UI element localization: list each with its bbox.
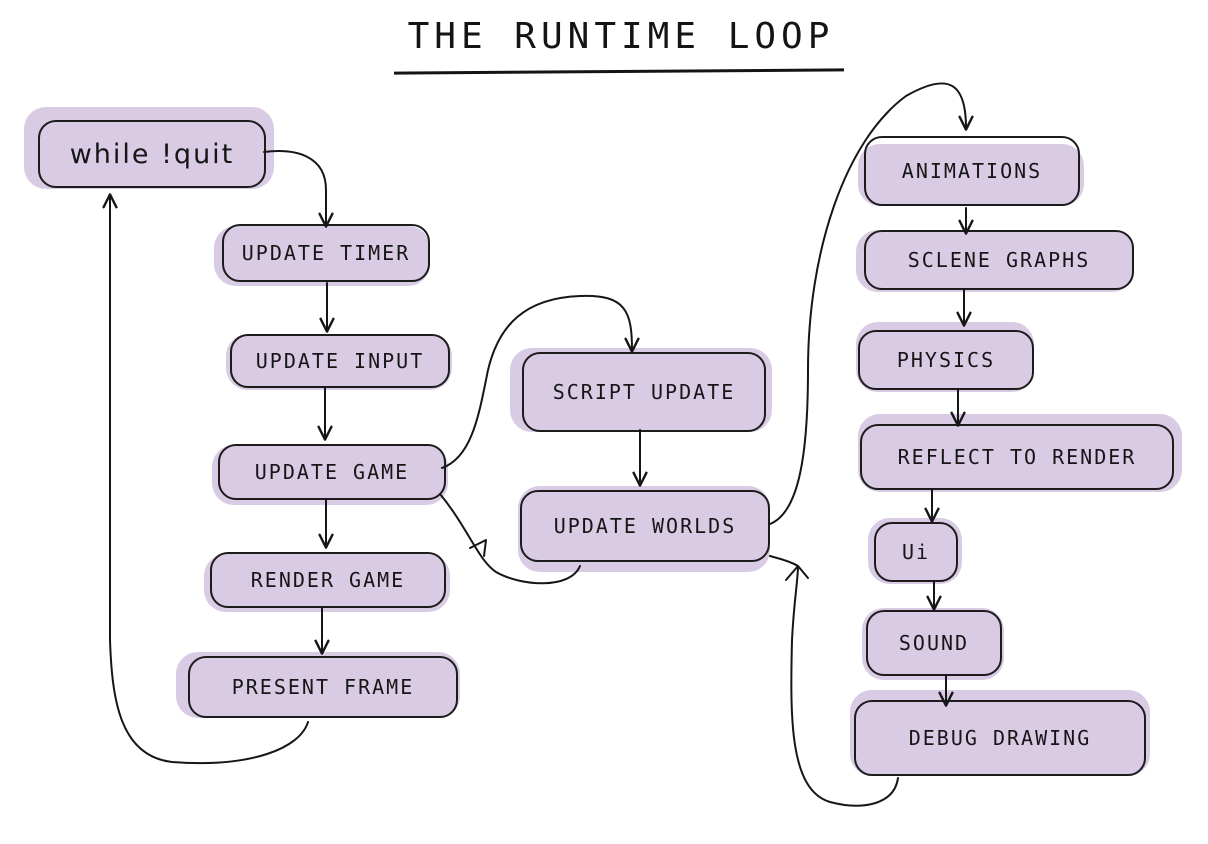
node-label: UPDATE INPUT [255, 349, 425, 373]
node-label: SCRIPT UPDATE [552, 380, 736, 404]
node-highlight [856, 322, 1034, 392]
node-label: SCLENE GRAPHS [907, 248, 1091, 272]
node-label: while !quit [69, 138, 235, 170]
node-highlight [226, 334, 452, 390]
node-label: REFLECT TO RENDER [897, 445, 1137, 469]
node-highlight [518, 486, 770, 572]
node-scene-graphs: SCLENE GRAPHS [864, 230, 1134, 290]
node-label: UPDATE TIMER [241, 241, 411, 265]
arrow-game-to-script [441, 294, 640, 469]
node-highlight [850, 690, 1150, 776]
node-render-game: RENDER GAME [210, 552, 446, 608]
node-highlight [214, 226, 430, 286]
node-label: UPDATE WORLDS [553, 514, 737, 538]
arrow-while-to-timer [263, 150, 334, 228]
node-label: SOUND [898, 631, 970, 655]
node-ui: Ui [874, 522, 958, 582]
node-debug-drawing: DEBUG DRAWING [854, 700, 1146, 776]
diagram-title: THE RUNTIME LOOP [407, 16, 835, 57]
arrow-worlds-to-game [439, 493, 581, 585]
arrow-debug-to-worlds [769, 555, 899, 807]
node-label: DEBUG DRAWING [908, 726, 1092, 750]
node-label: PHYSICS [896, 348, 996, 372]
node-highlight [176, 652, 460, 718]
node-highlight [862, 608, 1004, 680]
arrow-present-to-while [102, 193, 309, 764]
arrow-head-debug-to-worlds [785, 565, 809, 581]
node-highlight [212, 445, 448, 505]
arrow-worlds-to-animations [769, 82, 974, 525]
arrow-head-worlds-to-game [469, 539, 487, 557]
node-highlight [510, 348, 772, 432]
node-label: UPDATE GAME [254, 460, 410, 484]
node-label: RENDER GAME [250, 568, 406, 592]
node-highlight [204, 554, 450, 612]
node-reflect-to-render: REFLECT TO RENDER [860, 424, 1174, 490]
node-highlight [858, 414, 1182, 492]
node-physics: PHYSICS [858, 330, 1034, 390]
node-label: ANIMATIONS [901, 159, 1043, 183]
node-highlight [856, 230, 1134, 292]
node-highlight [858, 144, 1084, 206]
node-update-input: UPDATE INPUT [230, 334, 450, 388]
node-label: PRESENT FRAME [231, 675, 415, 699]
node-update-worlds: UPDATE WORLDS [520, 490, 770, 562]
node-sound: SOUND [866, 610, 1002, 676]
node-animations: ANIMATIONS [864, 136, 1080, 206]
node-script-update: SCRIPT UPDATE [522, 352, 766, 432]
node-present-frame: PRESENT FRAME [188, 656, 458, 718]
node-label: Ui [901, 540, 931, 564]
node-update-game: UPDATE GAME [218, 444, 446, 500]
node-while-quit: while !quit [38, 120, 266, 188]
